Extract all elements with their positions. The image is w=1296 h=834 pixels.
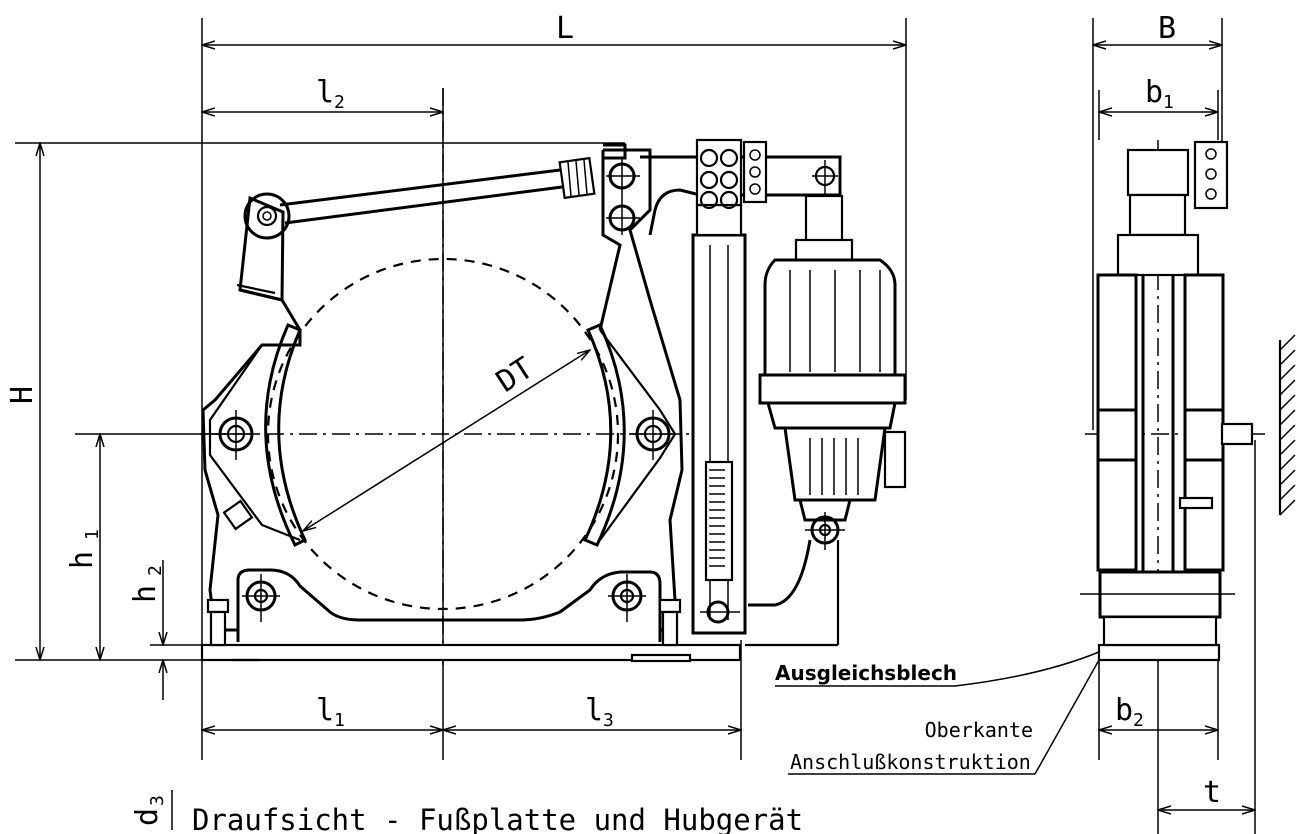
- dim-d3-sub: 3: [147, 795, 168, 806]
- dim-b2: b: [1115, 693, 1133, 728]
- dim-h1: h: [65, 551, 100, 569]
- upper-edge-label-line2: Anschlußkonstruktion: [790, 750, 1031, 774]
- dim-l1-sub: 1: [334, 710, 345, 731]
- brake-side-view: B b 1 b 2 t: [1080, 11, 1296, 834]
- dim-DT: DT: [490, 351, 539, 400]
- caption: Draufsicht - Fußplatte und Hubgerät: [192, 803, 803, 834]
- dimension-labels: L l 2 l 1 l 3 H h 1 h 2 d 3 DT: [5, 11, 614, 826]
- dim-l3: l: [585, 693, 603, 728]
- dim-b2-sub: 2: [1133, 710, 1144, 731]
- dim-d3: d: [130, 808, 165, 826]
- upper-edge-label-line1: Oberkante: [925, 718, 1033, 742]
- dim-H: H: [5, 386, 40, 404]
- dim-t: t: [1203, 775, 1221, 810]
- dim-h1-sub: 1: [82, 529, 103, 540]
- dim-L: L: [556, 11, 574, 46]
- dim-l2-sub: 2: [334, 92, 345, 113]
- dim-b1: b: [1145, 75, 1163, 110]
- shim-label: Ausgleichsblech: [775, 661, 957, 685]
- dim-l3-sub: 3: [603, 710, 614, 731]
- dim-h2: h: [128, 585, 163, 603]
- dim-l1: l: [316, 693, 334, 728]
- dim-b1-sub: 1: [1163, 92, 1174, 113]
- brake-front-view: [200, 88, 907, 665]
- annotation-leaders: [775, 651, 1100, 775]
- dim-B: B: [1158, 11, 1176, 46]
- dim-l2: l: [316, 75, 334, 110]
- dim-h2-sub: 2: [145, 565, 166, 576]
